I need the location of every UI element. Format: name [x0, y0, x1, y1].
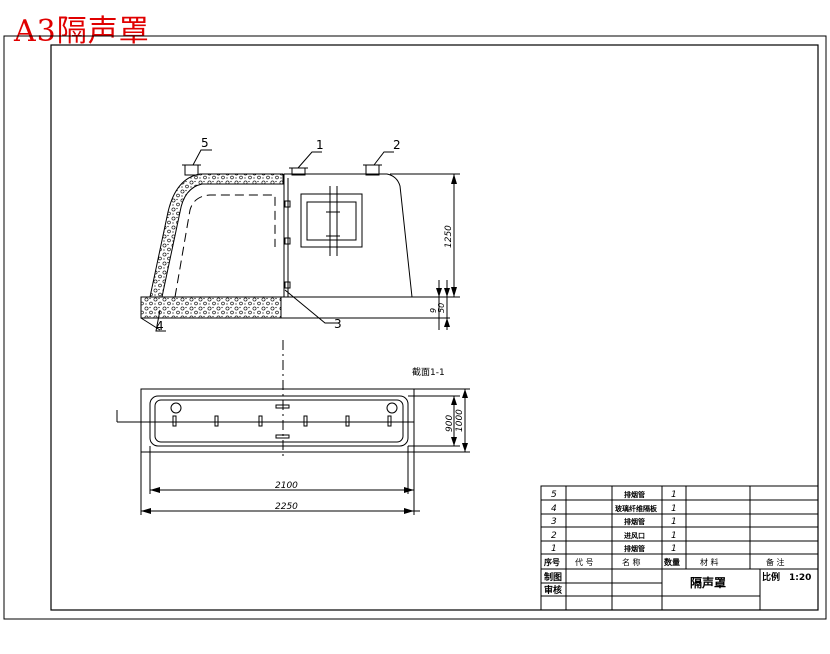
bom-row-3-no: 3 — [551, 517, 557, 527]
part-label-3: 3 — [334, 317, 342, 331]
bom-header-qty: 数量 — [664, 557, 680, 567]
title-scale-label: 比例 — [762, 571, 780, 583]
bom-row-4-qty: 1 — [671, 504, 677, 514]
dim-width-inner: 2100 — [275, 481, 298, 491]
title-drawn-label: 制图 — [544, 571, 562, 583]
plan-dimension-labels: 900 1000 2100 2250 — [275, 409, 465, 512]
plan-inner — [149, 395, 409, 447]
bom-row-5-qty: 1 — [671, 490, 677, 500]
bom-row-1-no: 1 — [551, 544, 557, 554]
dim-small-2: 50 — [437, 303, 446, 313]
title-drawing-name: 隔声罩 — [690, 575, 726, 590]
inspection-window — [300, 193, 363, 248]
insulation-shell — [149, 173, 284, 298]
bom-row-3-name: 排烟管 — [624, 517, 645, 526]
bom-row-1-name: 排烟管 — [624, 544, 645, 553]
title-scale-value: 1:20 — [789, 573, 811, 583]
part-label-2: 2 — [393, 138, 401, 152]
bom-row-4-name: 玻璃纤维隔板 — [615, 504, 658, 513]
dim-width-outer: 2250 — [275, 502, 298, 512]
pipe-5 — [184, 164, 199, 176]
dim-depth-inner: 900 — [445, 415, 455, 432]
bom-row-3-qty: 1 — [671, 517, 677, 527]
section-label: 截面1-1 — [412, 366, 445, 378]
ground-slab — [140, 296, 282, 319]
bom-row-5-no: 5 — [551, 490, 557, 500]
front-view — [140, 149, 460, 380]
part-label-1: 1 — [316, 138, 324, 152]
plan-outer — [140, 388, 415, 453]
outer-border — [3, 35, 827, 620]
plan-view — [116, 380, 470, 515]
title-checked-label: 审核 — [544, 584, 562, 596]
inner-liner-dashed — [174, 194, 276, 298]
dim-depth-outer: 1000 — [455, 409, 465, 432]
part-label-5: 5 — [201, 136, 209, 150]
bom-row-2-name: 进风口 — [624, 531, 645, 540]
part-label-4: 4 — [156, 319, 164, 333]
bom-header-name: 名 称 — [622, 557, 641, 567]
bom-header-code: 代 号 — [575, 557, 594, 567]
bom-header-no: 序号 — [544, 557, 560, 567]
bom-row-4-no: 4 — [551, 504, 557, 514]
inner-border — [50, 44, 819, 611]
bom-table — [540, 485, 819, 611]
dim-small-1: 9 — [429, 308, 438, 313]
housing-body — [284, 173, 413, 298]
dim-height: 1250 — [444, 225, 454, 248]
bom-row-2-no: 2 — [551, 531, 557, 541]
bom-text: 5 排烟管 1 4 玻璃纤维隔板 1 3 排烟管 1 2 进风口 1 1 排烟管… — [544, 490, 811, 596]
bom-row-2-qty: 1 — [671, 531, 677, 541]
bom-row-1-qty: 1 — [671, 544, 677, 554]
part-labels: 5 1 2 3 4 截面1-1 1250 9 50 — [156, 136, 454, 378]
bom-header-material: 材 料 — [700, 557, 719, 567]
sheet-title: A3隔声罩 — [14, 14, 150, 49]
bom-header-remark: 备 注 — [766, 557, 785, 567]
bom-row-5-name: 排烟管 — [624, 490, 645, 499]
